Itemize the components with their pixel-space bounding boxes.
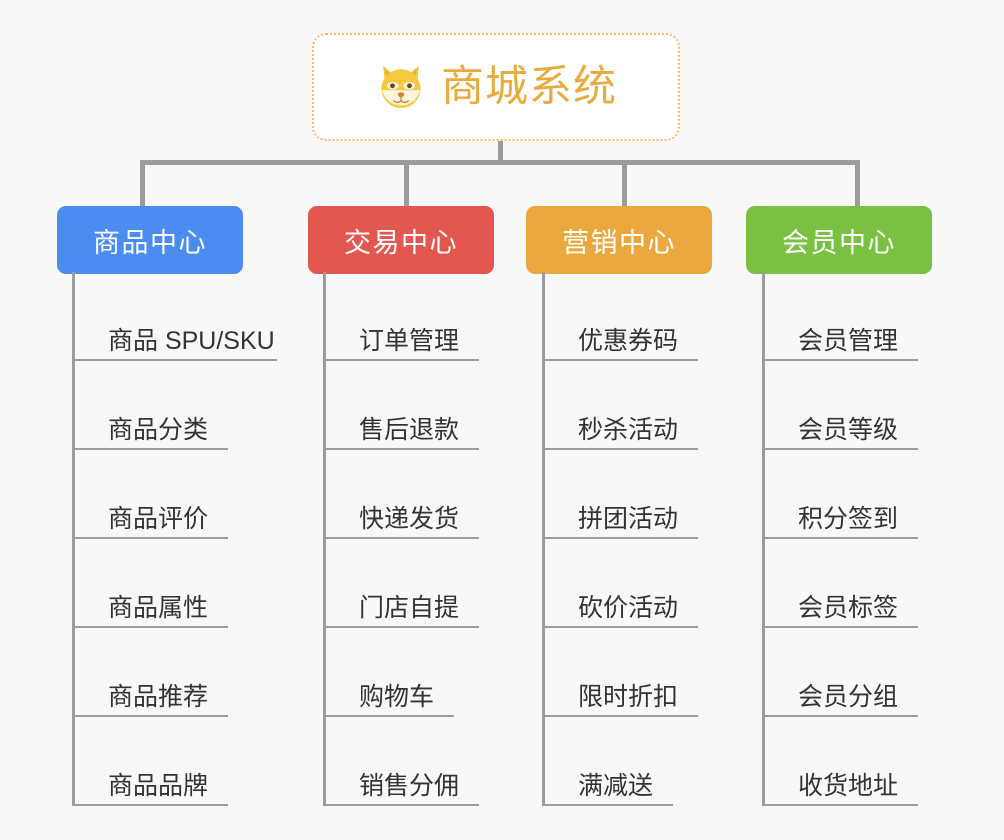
list-item-underline [762,537,918,539]
list-item-underline [72,804,228,806]
list-item-label: 会员分组 [798,682,899,711]
list-item-label: 收货地址 [798,771,899,800]
list-item-underline [72,715,228,717]
list-item-label: 门店自提 [359,593,460,622]
branch-header-member-center[interactable]: 会员中心 [746,206,932,274]
list-item[interactable]: 商品分类 [72,361,228,450]
list-item-underline [72,448,228,450]
list-item-underline [323,804,479,806]
list-item[interactable]: 门店自提 [323,539,479,628]
branch-spine [72,272,75,806]
list-item-label: 会员标签 [798,593,899,622]
list-item-underline [762,715,918,717]
connector-drop-product-center [140,160,145,208]
list-item-underline [542,626,698,628]
connector-root-stem [498,141,503,163]
list-item-label: 商品分类 [108,415,209,444]
list-item-label: 满减送 [578,771,654,800]
branch-header-product-center[interactable]: 商品中心 [57,206,243,274]
list-item[interactable]: 售后退款 [323,361,479,450]
list-item-label: 售后退款 [359,415,460,444]
shiba-dog-face-icon [381,65,421,109]
list-item[interactable]: 商品属性 [72,539,228,628]
root-node[interactable]: 商城系统 [312,33,680,141]
root-title: 商城系统 [441,62,617,111]
list-item-label: 快递发货 [359,504,460,533]
list-item[interactable]: 限时折扣 [542,628,698,717]
list-item[interactable]: 会员标签 [762,539,918,628]
list-item-label: 商品 SPU/SKU [108,326,275,355]
branch-header-label: 会员中心 [782,227,896,258]
list-item[interactable]: 会员管理 [762,272,918,361]
list-item[interactable]: 满减送 [542,717,673,806]
list-item-label: 会员管理 [798,326,899,355]
list-item-label: 积分签到 [798,504,899,533]
list-item-underline [542,448,698,450]
list-item[interactable]: 拼团活动 [542,450,698,539]
list-item-underline [542,715,698,717]
list-item[interactable]: 商品评价 [72,450,228,539]
list-item-underline [762,804,918,806]
list-item-underline [72,537,228,539]
list-item[interactable]: 砍价活动 [542,539,698,628]
branch-header-marketing-center[interactable]: 营销中心 [526,206,712,274]
branch-spine [762,272,765,806]
branch-header-label: 交易中心 [344,227,458,258]
branch-spine [323,272,326,806]
list-item-underline [323,448,479,450]
list-item-underline [542,359,698,361]
connector-horizontal-bus [140,160,860,165]
list-item[interactable]: 会员分组 [762,628,918,717]
list-item-label: 商品推荐 [108,682,209,711]
list-item[interactable]: 收货地址 [762,717,918,806]
list-item[interactable]: 订单管理 [323,272,479,361]
list-item[interactable]: 秒杀活动 [542,361,698,450]
list-item-underline [762,359,918,361]
list-item-label: 砍价活动 [578,593,679,622]
list-item-underline [323,715,454,717]
list-item-label: 商品评价 [108,504,209,533]
list-item-underline [323,537,479,539]
list-item-underline [542,804,673,806]
list-item-underline [323,626,479,628]
list-item-label: 订单管理 [359,326,460,355]
list-item-label: 商品属性 [108,593,209,622]
list-item-underline [542,537,698,539]
branch-header-label: 营销中心 [562,227,676,258]
branch-header-label: 商品中心 [93,227,207,258]
list-item-underline [762,626,918,628]
list-item-underline [762,448,918,450]
list-item-label: 购物车 [359,682,435,711]
list-item-label: 销售分佣 [359,771,460,800]
connector-drop-marketing-center [622,160,627,208]
list-item-label: 限时折扣 [578,682,679,711]
list-item-underline [323,359,479,361]
list-item-label: 秒杀活动 [578,415,679,444]
list-item-label: 会员等级 [798,415,899,444]
list-item[interactable]: 积分签到 [762,450,918,539]
list-item[interactable]: 商品推荐 [72,628,228,717]
connector-drop-trade-center [404,160,409,208]
list-item-label: 商品品牌 [108,771,209,800]
list-item[interactable]: 快递发货 [323,450,479,539]
connector-drop-member-center [855,160,860,208]
list-item-underline [72,359,277,361]
list-item[interactable]: 商品 SPU/SKU [72,272,277,361]
list-item[interactable]: 会员等级 [762,361,918,450]
branch-header-trade-center[interactable]: 交易中心 [308,206,494,274]
list-item-underline [72,626,228,628]
list-item[interactable]: 商品品牌 [72,717,228,806]
branch-spine [542,272,545,806]
list-item[interactable]: 优惠券码 [542,272,698,361]
list-item[interactable]: 销售分佣 [323,717,479,806]
list-item-label: 拼团活动 [578,504,679,533]
list-item-label: 优惠券码 [578,326,679,355]
list-item[interactable]: 购物车 [323,628,454,717]
